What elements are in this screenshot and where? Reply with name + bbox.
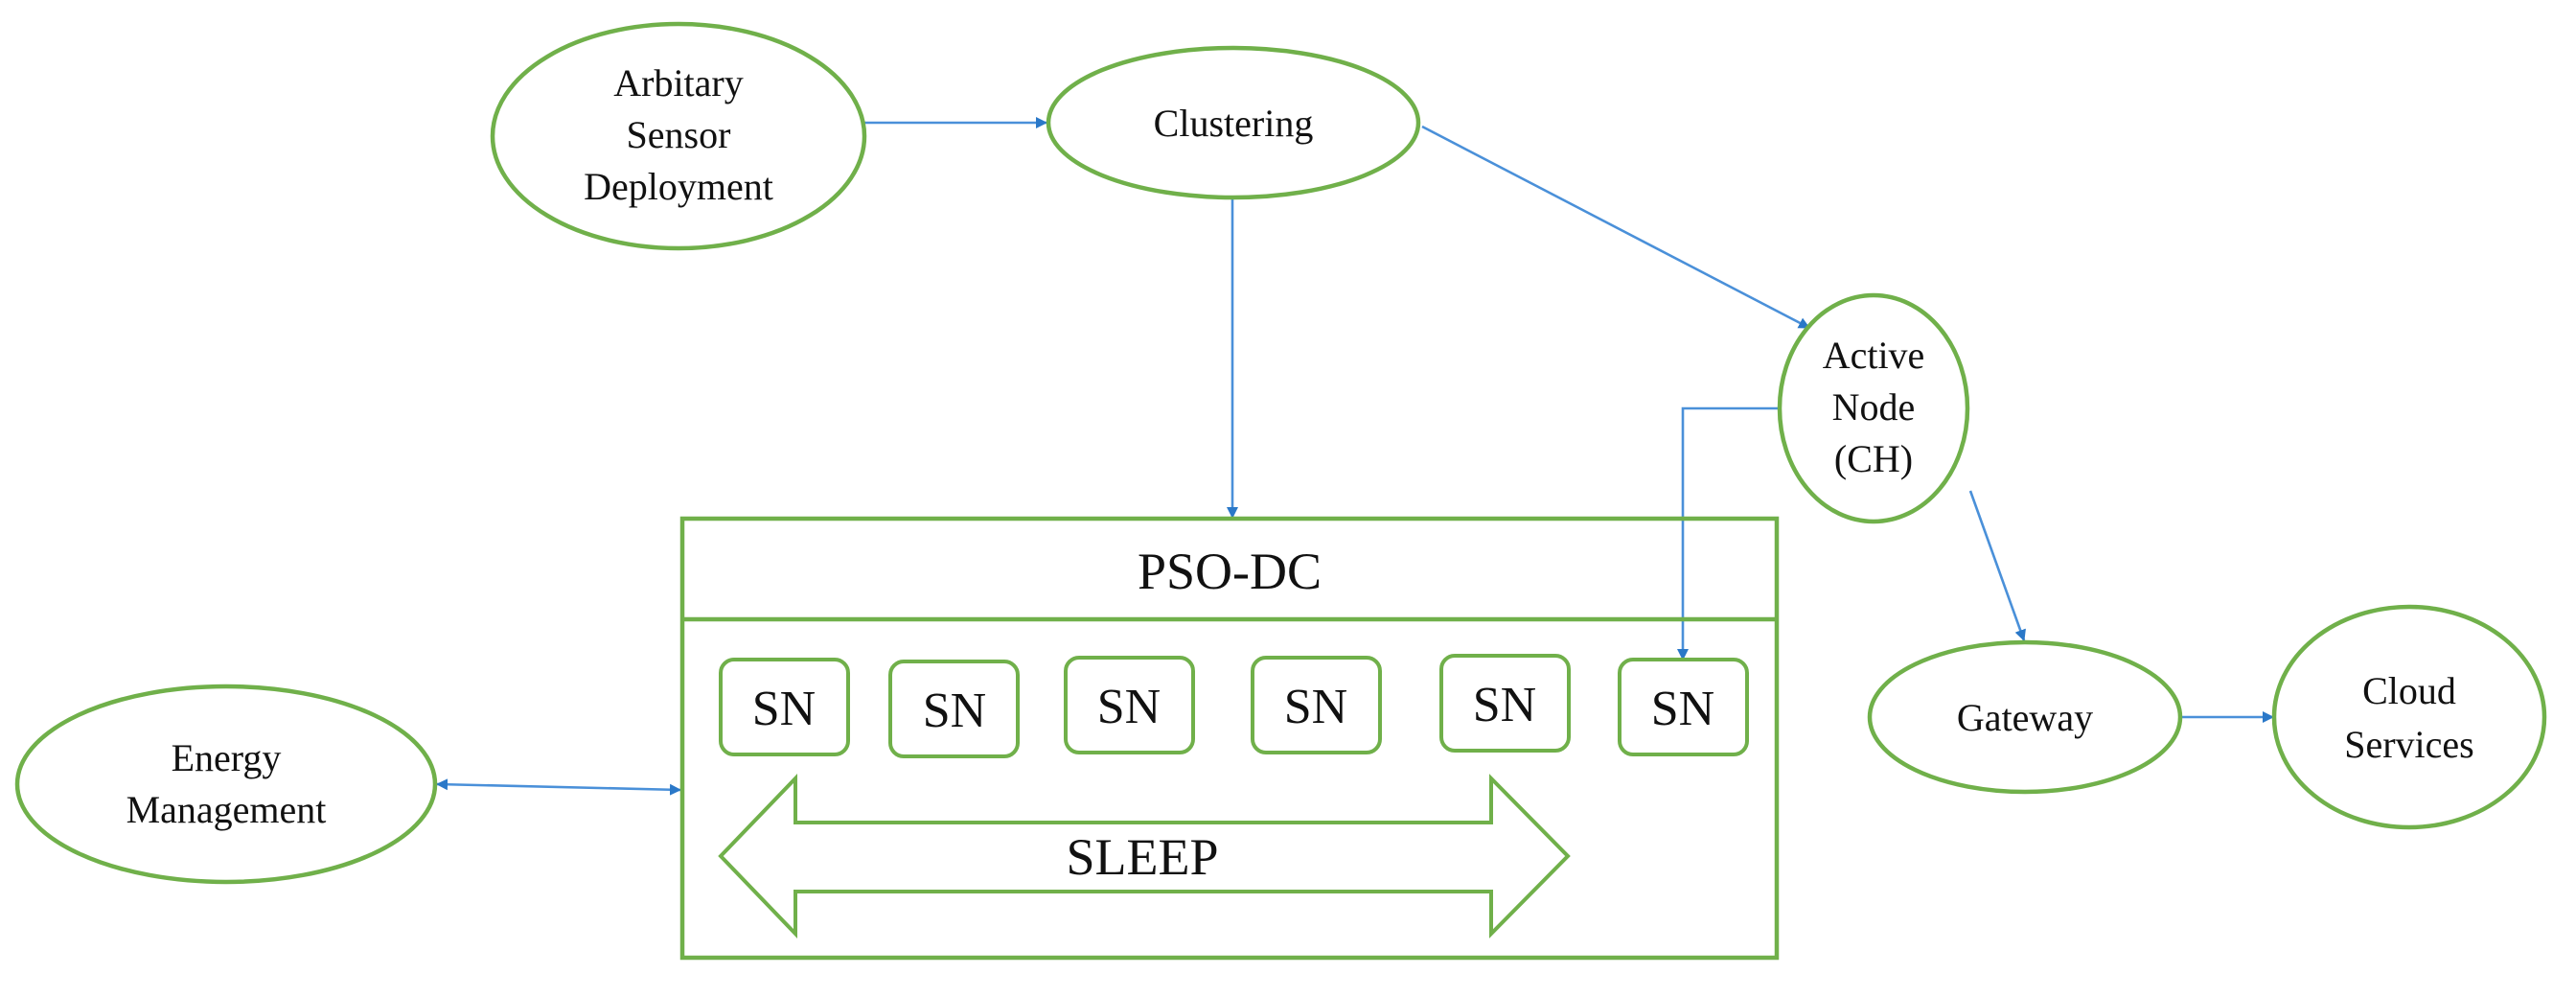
sensor-node: SN: [1064, 656, 1195, 754]
sensor-node-box: [1251, 656, 1382, 754]
node-label-line: Management: [126, 788, 327, 831]
pso-dc-panel: PSO-DC SN SN SN SN SN SN SLEEP: [679, 516, 1780, 961]
sensor-node: SN: [1618, 658, 1749, 756]
node-shape: [2271, 604, 2547, 830]
edge-active-node-to-gateway: [1968, 490, 2026, 641]
double-arrow-shape: [718, 774, 1571, 939]
sleep-double-arrow: SLEEP: [718, 774, 1571, 939]
edge-clustering-to-active-node: [1421, 125, 1810, 330]
sensor-node: SN: [1439, 654, 1571, 753]
node-label-line: Energy: [172, 736, 282, 779]
sensor-node-box: [888, 660, 1020, 758]
pso-dc-border: [679, 516, 1780, 961]
node-shape: [14, 684, 438, 885]
sensor-node: SN: [719, 658, 850, 756]
node-label-line: Arbitary: [613, 61, 744, 104]
sensor-node-label: SN: [1473, 678, 1536, 732]
edge-energy-to-pso-dc: [436, 778, 681, 796]
sensor-node-box: [1618, 658, 1749, 756]
node-label-line: Active: [1823, 334, 1925, 377]
sensor-node-label: SN: [1651, 682, 1714, 736]
sensor-node-label: SN: [923, 684, 986, 738]
sensor-node-label: SN: [752, 682, 816, 736]
node-shape: [1046, 45, 1421, 200]
edge-active-node-to-sn: [1677, 406, 1779, 661]
node-cloud-services: Cloud Services: [2271, 604, 2547, 830]
node-active-node: Active Node (CH): [1777, 292, 1970, 524]
node-shape: [1777, 292, 1970, 524]
node-arbitary-sensor-deployment: Arbitary Sensor Deployment: [490, 21, 867, 251]
node-label-line: (CH): [1834, 437, 1913, 480]
node-label-line: Gateway: [1957, 696, 2093, 739]
edges: [436, 117, 2274, 796]
sensor-node: SN: [888, 660, 1020, 758]
node-shape: [490, 21, 867, 251]
sensor-node-box: [1064, 656, 1195, 754]
node-gateway: Gateway: [1867, 639, 2183, 795]
sensor-node: SN: [1251, 656, 1382, 754]
sensor-node-label: SN: [1284, 680, 1347, 734]
node-label-line: Sensor: [627, 113, 731, 156]
node-label-line: Cloud: [2362, 669, 2456, 712]
node-energy-management: Energy Management: [14, 684, 438, 885]
sensor-node-box: [1439, 654, 1571, 753]
pso-dc-title: PSO-DC: [1138, 543, 1322, 600]
node-label-line: Clustering: [1154, 102, 1314, 145]
node-label-line: Deployment: [584, 165, 773, 208]
sleep-label: SLEEP: [1066, 828, 1218, 886]
node-clustering: Clustering: [1046, 45, 1421, 200]
sensor-node-label: SN: [1097, 680, 1161, 734]
sensor-node-box: [719, 658, 850, 756]
node-label-line: Services: [2344, 723, 2474, 766]
node-label-line: Node: [1832, 385, 1916, 429]
node-shape: [1867, 639, 2183, 795]
